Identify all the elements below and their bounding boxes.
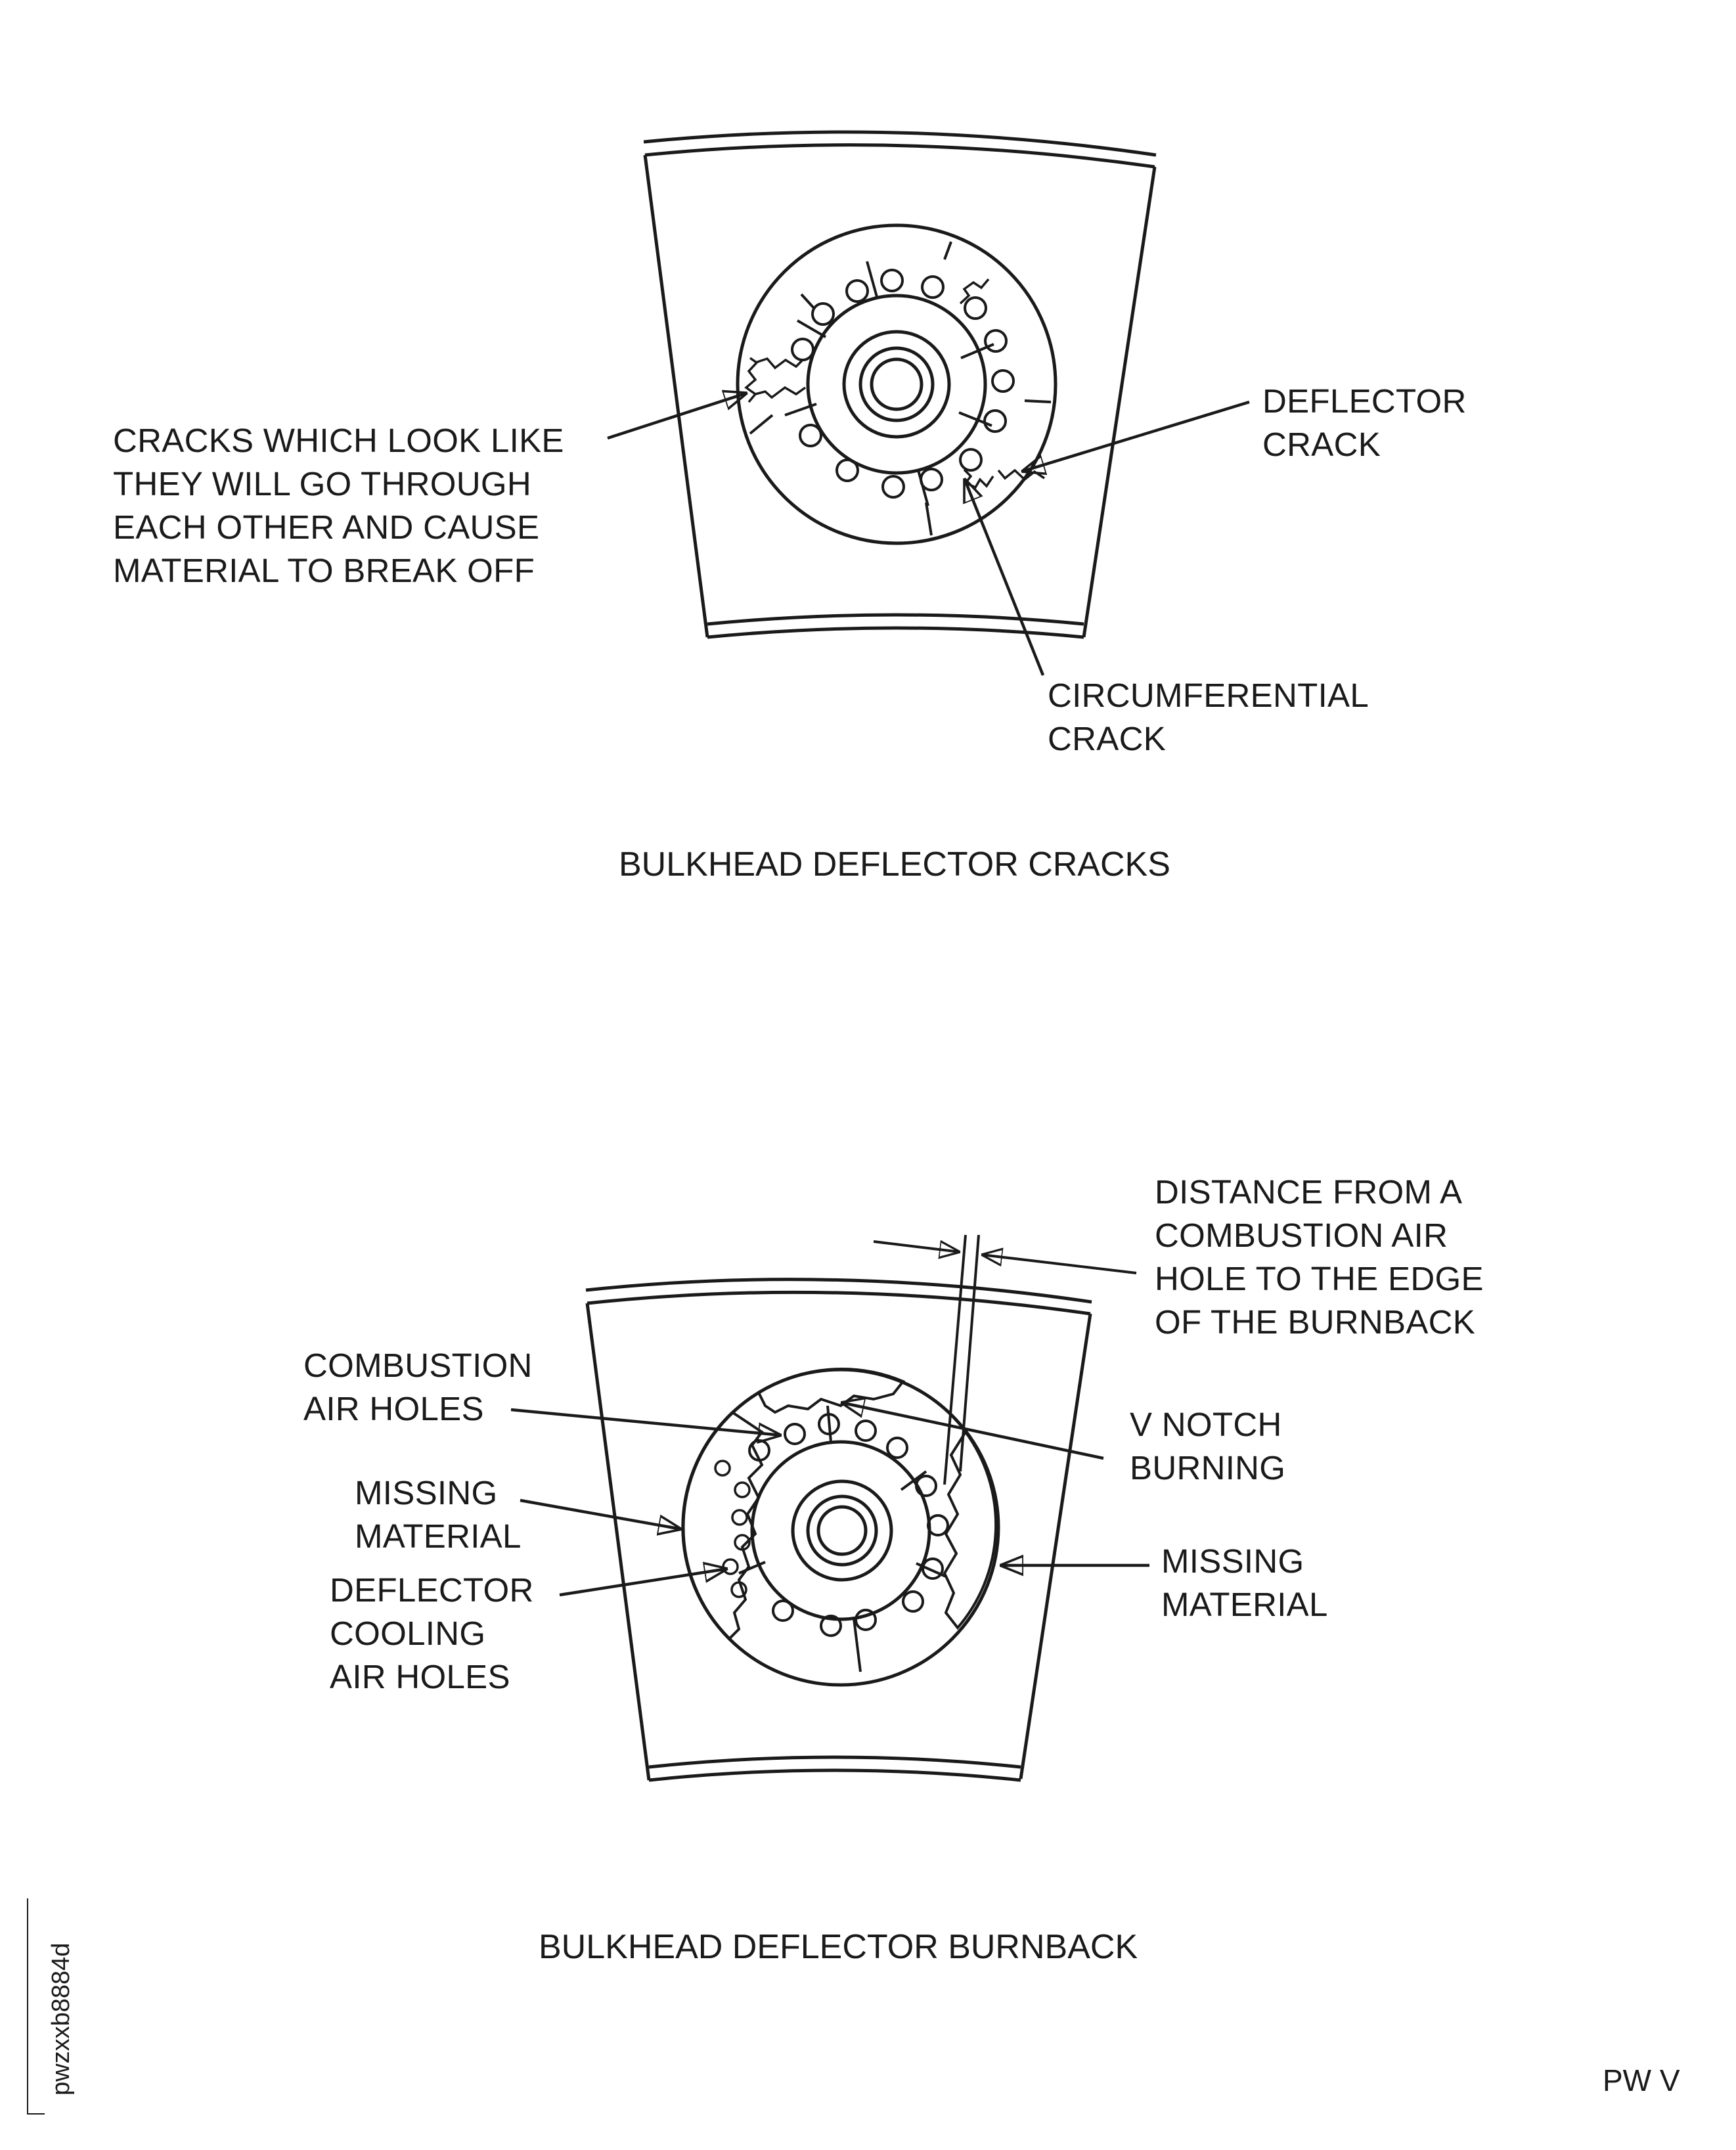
label-missing-material-left: MISSING MATERIAL [355,1474,522,1555]
arrow-circumferential-crack [962,478,1045,676]
top-crack-left-branch2 [755,386,807,399]
bottom-swirler-inner [816,1505,868,1556]
top-deflector-inner-ring [806,294,987,475]
top-leader-arrows [607,393,1250,676]
bottom-dimension [873,1234,1137,1485]
dimension-extension-right [959,1234,980,1472]
bottom-segment-outer-top-edge [585,1278,1092,1304]
image-id: pwzxxb8884d [47,1942,75,2095]
dimension-arrow-left [873,1242,960,1252]
top-segment-inner-top-edge [644,143,1155,169]
bottom-segment-left-side [585,1303,651,1781]
top-crack-deflector-right [997,468,1045,482]
footer-code: PW V [1603,2063,1680,2097]
burnback-left [681,1410,764,1641]
bottom-bulkhead-segment [585,1278,1092,1782]
dimension-extension-left [943,1234,967,1485]
bottom-deflector [681,1368,1000,1687]
top-radial-lines [784,261,994,506]
label-circumferential-crack: CIRCUMFERENTIAL CRACK [1048,677,1369,757]
bottom-leader-arrows [510,1402,1149,1597]
arrow-deflector-crack [1021,400,1250,472]
label-deflector-cooling-air-holes: DEFLECTOR COOLING AIR HOLES [330,1571,534,1695]
top-bulkhead-segment [643,130,1157,639]
top-crack-left-branch [755,357,804,370]
top-segment-outer-bottom-edge [707,626,1084,639]
top-crack-left-network [744,357,759,403]
arrow-cracks-through [607,393,747,440]
top-segment-right-side [1082,166,1157,638]
top-combustion-air-holes [791,269,1015,499]
top-segment-left-side [643,154,709,638]
arrow-v-notch [841,1402,1104,1460]
bottom-radial-lines [738,1405,946,1672]
burnback-top [757,1368,906,1414]
arrow-missing-material-left [520,1498,682,1529]
bottom-swirler-outer [791,1479,893,1582]
caption-top: BULKHEAD DEFLECTOR CRACKS [619,845,1170,884]
top-deflector [736,223,1057,545]
dimension-arrow-right [981,1255,1137,1274]
top-segment-inner-bottom-edge [707,613,1084,626]
arrow-deflector-cooling [559,1569,728,1597]
label-missing-material-right: MISSING MATERIAL [1161,1542,1328,1623]
image-id-bracket [27,1898,45,2115]
burnback-right [943,1429,998,1630]
top-swirler-middle [858,346,935,422]
bottom-combustion-air-holes [748,1413,949,1637]
top-swirler-inner [870,357,924,411]
bottom-segment-inner-top-edge [587,1290,1091,1316]
bottom-segment-inner-bottom-edge [648,1755,1021,1769]
bottom-cooling-air-holes [714,1460,751,1598]
bottom-deflector-inner-ring [750,1440,931,1621]
top-segment-outer-top-edge [643,130,1157,157]
label-combustion-air-holes: COMBUSTION AIR HOLES [303,1347,533,1427]
bottom-segment-outer-bottom-edge [648,1768,1021,1782]
top-crack-upper-right [959,278,990,305]
label-distance: DISTANCE FROM A COMBUSTION AIR HOLE TO T… [1155,1173,1484,1341]
top-radial-outer-ticks [749,241,1052,536]
top-crack-lines [744,278,1045,489]
bottom-segment-right-side [1019,1313,1092,1780]
arrow-combustion-air-holes [510,1408,782,1435]
label-deflector-crack: DEFLECTOR CRACK [1262,382,1467,463]
top-deflector-outer-circle [736,223,1057,545]
bottom-swirler-middle [806,1494,878,1567]
top-crack-circumferential [963,468,994,489]
label-v-notch: V NOTCH BURNING [1130,1406,1286,1487]
caption-bottom: BULKHEAD DEFLECTOR BURNBACK [539,1928,1138,1966]
top-swirler-outer [842,330,951,439]
label-cracks-through: CRACKS WHICH LOOK LIKE THEY WILL GO THRO… [113,422,564,589]
